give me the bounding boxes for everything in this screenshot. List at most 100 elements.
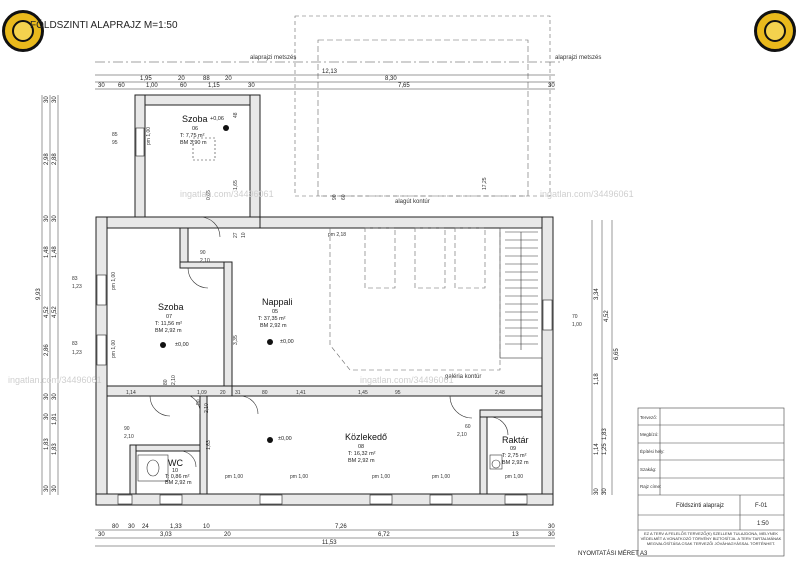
label-165: 1,65 xyxy=(233,180,239,190)
dim-left-i2: 30 xyxy=(52,215,58,222)
room-wc-height: BM 2,92 m xyxy=(165,480,192,486)
label-210e: 2,10 xyxy=(171,375,177,385)
dim-left-i3: 1,48 xyxy=(52,246,58,258)
room-szoba06-num: 06 xyxy=(192,126,198,132)
label-70: 70 xyxy=(572,314,578,320)
label-pm-218: pm 2,18 xyxy=(328,232,346,238)
title-block-scale: 1:50 xyxy=(757,521,769,527)
room-kozlekedo-area: T: 16,32 m² xyxy=(348,451,376,457)
label-163: 1,63 xyxy=(206,440,212,450)
dim-left-m2: 30 xyxy=(44,215,50,222)
label-pm-7: pm 1,00 xyxy=(432,474,450,480)
section-label-right: alaprajzi metszés xyxy=(555,55,601,61)
dim-top-b: 20 xyxy=(178,76,185,82)
room-wc-area: T: 0,86 m² xyxy=(165,474,190,480)
dim-right-i1: 1,25 xyxy=(602,443,608,455)
dim-left-total: 9,93 xyxy=(36,288,42,300)
label-95b: 95 xyxy=(395,390,401,396)
dim-left-m3: 1,48 xyxy=(44,246,50,258)
label-10: 10 xyxy=(241,232,247,238)
dim-bot-l: 13 xyxy=(512,532,519,538)
bottom-dimensions xyxy=(95,529,555,547)
label-90c: 90 xyxy=(196,399,202,405)
room-raktar-height: BM 2,92 m xyxy=(502,460,529,466)
dim-top-i: 60 xyxy=(180,83,187,89)
label-210a: 2,10 xyxy=(200,258,210,264)
label-90b: 90 xyxy=(124,426,130,432)
dim-top-h: 1,00 xyxy=(146,83,158,89)
label-27: 27 xyxy=(233,232,239,238)
section-label-left: alaprajzi metszés xyxy=(250,55,296,61)
dim-left-i8: 30 xyxy=(52,485,58,492)
label-145: 1,45 xyxy=(358,390,368,396)
title-block-sheet: F-01 xyxy=(755,503,768,509)
dim-top-g: 60 xyxy=(118,83,125,89)
drawing-title: FÖLDSZINTI ALAPRAJZ M=1:50 xyxy=(30,19,178,31)
dim-left-i1: 2,88 xyxy=(52,153,58,165)
gallery-contour xyxy=(329,227,501,371)
room-szoba06-area: T: 7,75 m² xyxy=(180,133,205,139)
room-raktar-name: Raktár xyxy=(502,435,529,445)
dim-right-m2: 1,18 xyxy=(594,373,600,385)
room-szoba06-name: Szoba xyxy=(182,114,208,124)
label-1725: 17,25 xyxy=(482,177,488,190)
label-210c: 2,10 xyxy=(204,403,210,413)
dim-bot-c: 24 xyxy=(142,524,149,530)
dim-left-m8: 1,83 xyxy=(44,438,50,450)
dim-bot-i: 3,03 xyxy=(160,532,172,538)
dim-top-total: 12,13 xyxy=(322,69,338,75)
fixtures xyxy=(137,137,503,482)
label-141: 1,41 xyxy=(296,390,306,396)
title-block-note: EZ A TERV A FELELŐS TERVEZŐ(K) SZELLEMI … xyxy=(640,531,782,546)
dim-bot-b: 30 xyxy=(128,524,135,530)
room-szoba06-height: BM 3,90 m xyxy=(180,140,207,146)
dim-left-m9: 30 xyxy=(44,485,50,492)
label-065: 0,65 xyxy=(206,190,212,200)
certification-stamp-left xyxy=(2,10,44,52)
dim-bot-a: 80 xyxy=(112,524,119,530)
room-wc-num: 10 xyxy=(172,468,178,474)
label-20: 20 xyxy=(220,390,226,396)
dim-top-a: 1,95 xyxy=(140,76,152,82)
label-60b: 60 xyxy=(341,194,347,200)
certification-stamp-right xyxy=(754,10,796,52)
dim-left-m1: 2,98 xyxy=(44,153,50,165)
room-szoba07-level: ±0,00 xyxy=(175,342,189,348)
dim-right-i2: 1,83 xyxy=(602,428,608,440)
staircase xyxy=(499,227,543,359)
dim-left-i4: 4,52 xyxy=(52,306,58,318)
tunnel-contour-label: alagút kontúr xyxy=(395,199,430,205)
label-248: 2,48 xyxy=(495,390,505,396)
right-dimensions xyxy=(591,220,613,495)
dim-bot-d: 1,33 xyxy=(170,524,182,530)
dim-left-m7: 30 xyxy=(44,413,50,420)
watermark-1: ingatlan.com/34496061 xyxy=(180,189,274,199)
title-block xyxy=(637,407,785,557)
label-210b: 2,10 xyxy=(124,434,134,440)
dim-bot-j: 20 xyxy=(224,532,231,538)
print-size: NYOMTATÁSI MÉRET A3 xyxy=(578,550,648,557)
room-szoba07-num: 07 xyxy=(166,314,172,320)
title-field-1: Tervező: xyxy=(640,415,657,420)
watermark-2: ingatlan.com/34496061 xyxy=(540,189,634,199)
room-kozlekedo-num: 08 xyxy=(358,444,364,450)
dim-top-c: 88 xyxy=(203,76,210,82)
label-109: 1,09 xyxy=(197,390,207,396)
watermark-4: ingatlan.com/34496061 xyxy=(360,375,454,385)
dim-left-m0: 30 xyxy=(44,96,50,103)
walls xyxy=(95,94,554,506)
dim-left-m5: 30 xyxy=(44,393,50,400)
upper-dashed-outline xyxy=(294,15,551,197)
dim-left-i0: 30 xyxy=(52,96,58,103)
label-83a: 83 xyxy=(72,276,78,282)
dim-top-k: 30 xyxy=(248,83,255,89)
dim-left-i5: 30 xyxy=(52,393,58,400)
label-pm-6: pm 1,00 xyxy=(372,474,390,480)
dim-top-e: 8,30 xyxy=(385,76,397,82)
dim-left-i7: 1,83 xyxy=(52,443,58,455)
top-dimensions xyxy=(95,74,555,90)
label-90d: 90 xyxy=(332,194,338,200)
room-kozlekedo-level: ±0,00 xyxy=(278,436,292,442)
label-335: 3,35 xyxy=(233,335,239,345)
